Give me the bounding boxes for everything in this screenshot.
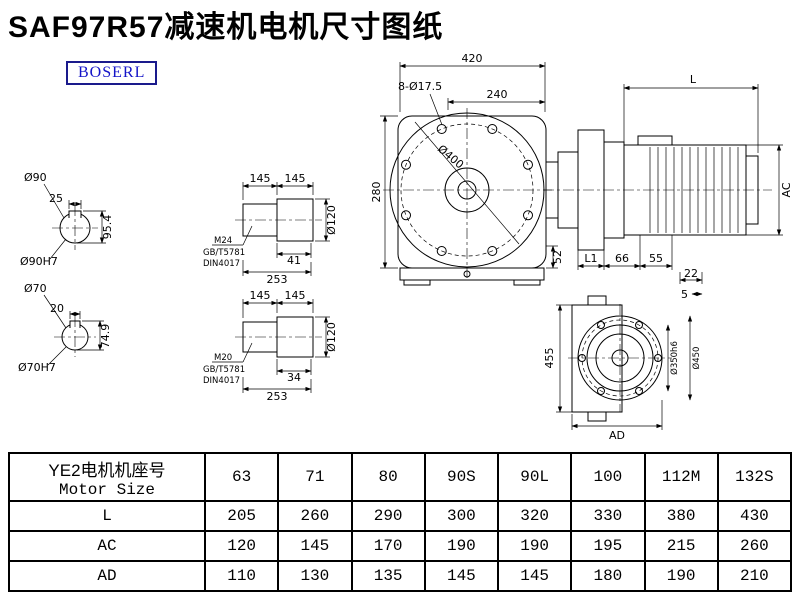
standard-din4017-top: DIN4017 bbox=[203, 259, 240, 269]
dim-bolt-pattern: 8-Ø17.5 bbox=[398, 80, 442, 93]
standard-din4017-bottom: DIN4017 bbox=[203, 376, 240, 386]
table-cell: 215 bbox=[643, 530, 719, 562]
shaft-side-top: 145 145 Ø120 M24 GB/T5781 DIN4017 41 253 bbox=[203, 172, 338, 286]
dim-455: 455 bbox=[543, 348, 556, 369]
dim-145-b: 145 bbox=[285, 172, 306, 185]
side-view-dimensions: L AC L1 66 55 22 5 bbox=[577, 73, 793, 301]
motor-size-header-en: Motor Size bbox=[58, 480, 155, 499]
table-cell: 190 bbox=[643, 560, 719, 592]
column-header-80: 80 bbox=[350, 452, 426, 502]
side-view-outline bbox=[543, 129, 772, 251]
dim-d90: Ø90 bbox=[24, 171, 47, 184]
technical-drawing: 420 240 8-Ø17.5 Ø400 280 52 bbox=[18, 52, 793, 442]
dim-34: 34 bbox=[287, 371, 301, 384]
dim-145-c: 145 bbox=[250, 289, 271, 302]
table-cell: 290 bbox=[350, 500, 426, 532]
dim-253-bottom: 253 bbox=[267, 390, 288, 403]
table-row-L: L 205 260 290 300 320 330 380 430 bbox=[8, 500, 793, 532]
table-cell: 380 bbox=[643, 500, 719, 532]
dim-55: 55 bbox=[649, 252, 663, 265]
table-row-AC: AC 120 145 170 190 190 195 215 260 bbox=[8, 530, 793, 562]
dim-height-280: 280 bbox=[370, 182, 383, 203]
dim-22: 22 bbox=[684, 267, 698, 280]
dim-d70: Ø70 bbox=[24, 282, 47, 295]
table-cell: 180 bbox=[570, 560, 646, 592]
dim-motor-length-L: L bbox=[690, 73, 697, 86]
table-cell: 145 bbox=[277, 530, 353, 562]
table-cell: 145 bbox=[423, 560, 500, 592]
dim-keyway-20: 20 bbox=[50, 302, 64, 315]
thread-M20: M20 bbox=[214, 353, 232, 363]
column-header-90s: 90S bbox=[423, 452, 500, 502]
dim-keyway-25: 25 bbox=[49, 192, 63, 205]
dim-d120-top: Ø120 bbox=[325, 205, 338, 235]
boserl-logo: BOSERL bbox=[66, 61, 158, 85]
table-cell: 430 bbox=[716, 500, 793, 532]
dim-motor-height-AC: AC bbox=[780, 182, 793, 197]
table-cell: 135 bbox=[350, 560, 426, 592]
dim-145-d: 145 bbox=[285, 289, 306, 302]
front-view-outline bbox=[383, 108, 552, 286]
dim-L1: L1 bbox=[584, 252, 597, 265]
dim-foot-52: 52 bbox=[551, 250, 564, 264]
table-cell: 145 bbox=[496, 560, 573, 592]
table-cell: 205 bbox=[203, 500, 280, 532]
output-flange-dimensions: 455 Ø350h6 Ø450 AD bbox=[543, 304, 702, 442]
table-cell: 330 bbox=[570, 500, 646, 532]
table-cell: 190 bbox=[496, 530, 573, 562]
table-cell: 320 bbox=[496, 500, 573, 532]
dim-overall-width: 420 bbox=[462, 52, 483, 65]
dim-41: 41 bbox=[287, 254, 301, 267]
dim-145-a: 145 bbox=[250, 172, 271, 185]
row-label-AD: AD bbox=[8, 560, 206, 592]
column-header-132s: 132S bbox=[716, 452, 793, 502]
row-label-L: L bbox=[8, 500, 206, 532]
motor-size-header: YE2电机机座号 Motor Size bbox=[8, 452, 206, 502]
shaft-section-90: 25 Ø90 95.4 Ø90H7 bbox=[20, 171, 114, 268]
table-cell: 210 bbox=[716, 560, 793, 592]
dim-spigot-diameter: Ø350h6 bbox=[669, 341, 680, 375]
column-header-63: 63 bbox=[203, 452, 280, 502]
table-cell: 110 bbox=[203, 560, 280, 592]
thread-M24: M24 bbox=[214, 236, 232, 246]
dim-d90h7: Ø90H7 bbox=[20, 255, 58, 268]
table-cell: 300 bbox=[423, 500, 500, 532]
column-header-90l: 90L bbox=[496, 452, 573, 502]
dim-5: 5 bbox=[681, 288, 688, 301]
table-cell: 260 bbox=[716, 530, 793, 562]
dim-d70h7: Ø70H7 bbox=[18, 361, 56, 374]
column-header-71: 71 bbox=[277, 452, 353, 502]
table-cell: 130 bbox=[277, 560, 353, 592]
column-header-112m: 112M bbox=[643, 452, 719, 502]
page-title: SAF97R57减速机电机尺寸图纸 bbox=[8, 11, 444, 44]
dim-74-9: 74.9 bbox=[99, 324, 112, 349]
motor-dimension-table: YE2电机机座号 Motor Size 63 71 80 90S 90L 100… bbox=[8, 452, 793, 592]
dim-AD: AD bbox=[609, 429, 625, 442]
dim-253-top: 253 bbox=[267, 273, 288, 286]
shaft-section-70: 20 Ø70 74.9 Ø70H7 bbox=[18, 282, 112, 374]
dim-body-diameter: Ø400 bbox=[435, 142, 466, 171]
table-header-row: YE2电机机座号 Motor Size 63 71 80 90S 90L 100… bbox=[8, 452, 793, 502]
table-cell: 170 bbox=[350, 530, 426, 562]
standard-gbt5781-top: GB/T5781 bbox=[203, 248, 245, 258]
dim-95-4: 95.4 bbox=[101, 215, 114, 240]
dim-66: 66 bbox=[615, 252, 629, 265]
table-cell: 260 bbox=[277, 500, 353, 532]
dim-flange-offset: 240 bbox=[487, 88, 508, 101]
table-row-AD: AD 110 130 135 145 145 180 190 210 bbox=[8, 560, 793, 592]
shaft-side-bottom: 145 145 Ø120 M20 GB/T5781 DIN4017 34 253 bbox=[203, 289, 338, 403]
row-label-AC: AC bbox=[8, 530, 206, 562]
boserl-logo-text: BOSERL bbox=[78, 64, 146, 81]
dim-flange-diameter: Ø450 bbox=[691, 347, 702, 370]
table-cell: 195 bbox=[570, 530, 646, 562]
motor-size-header-cn: YE2电机机座号 bbox=[48, 460, 166, 480]
table-cell: 190 bbox=[423, 530, 500, 562]
column-header-100: 100 bbox=[570, 452, 646, 502]
output-flange-view bbox=[568, 295, 672, 422]
table-cell: 120 bbox=[203, 530, 280, 562]
dim-d120-bottom: Ø120 bbox=[325, 322, 338, 352]
standard-gbt5781-bottom: GB/T5781 bbox=[203, 365, 245, 375]
